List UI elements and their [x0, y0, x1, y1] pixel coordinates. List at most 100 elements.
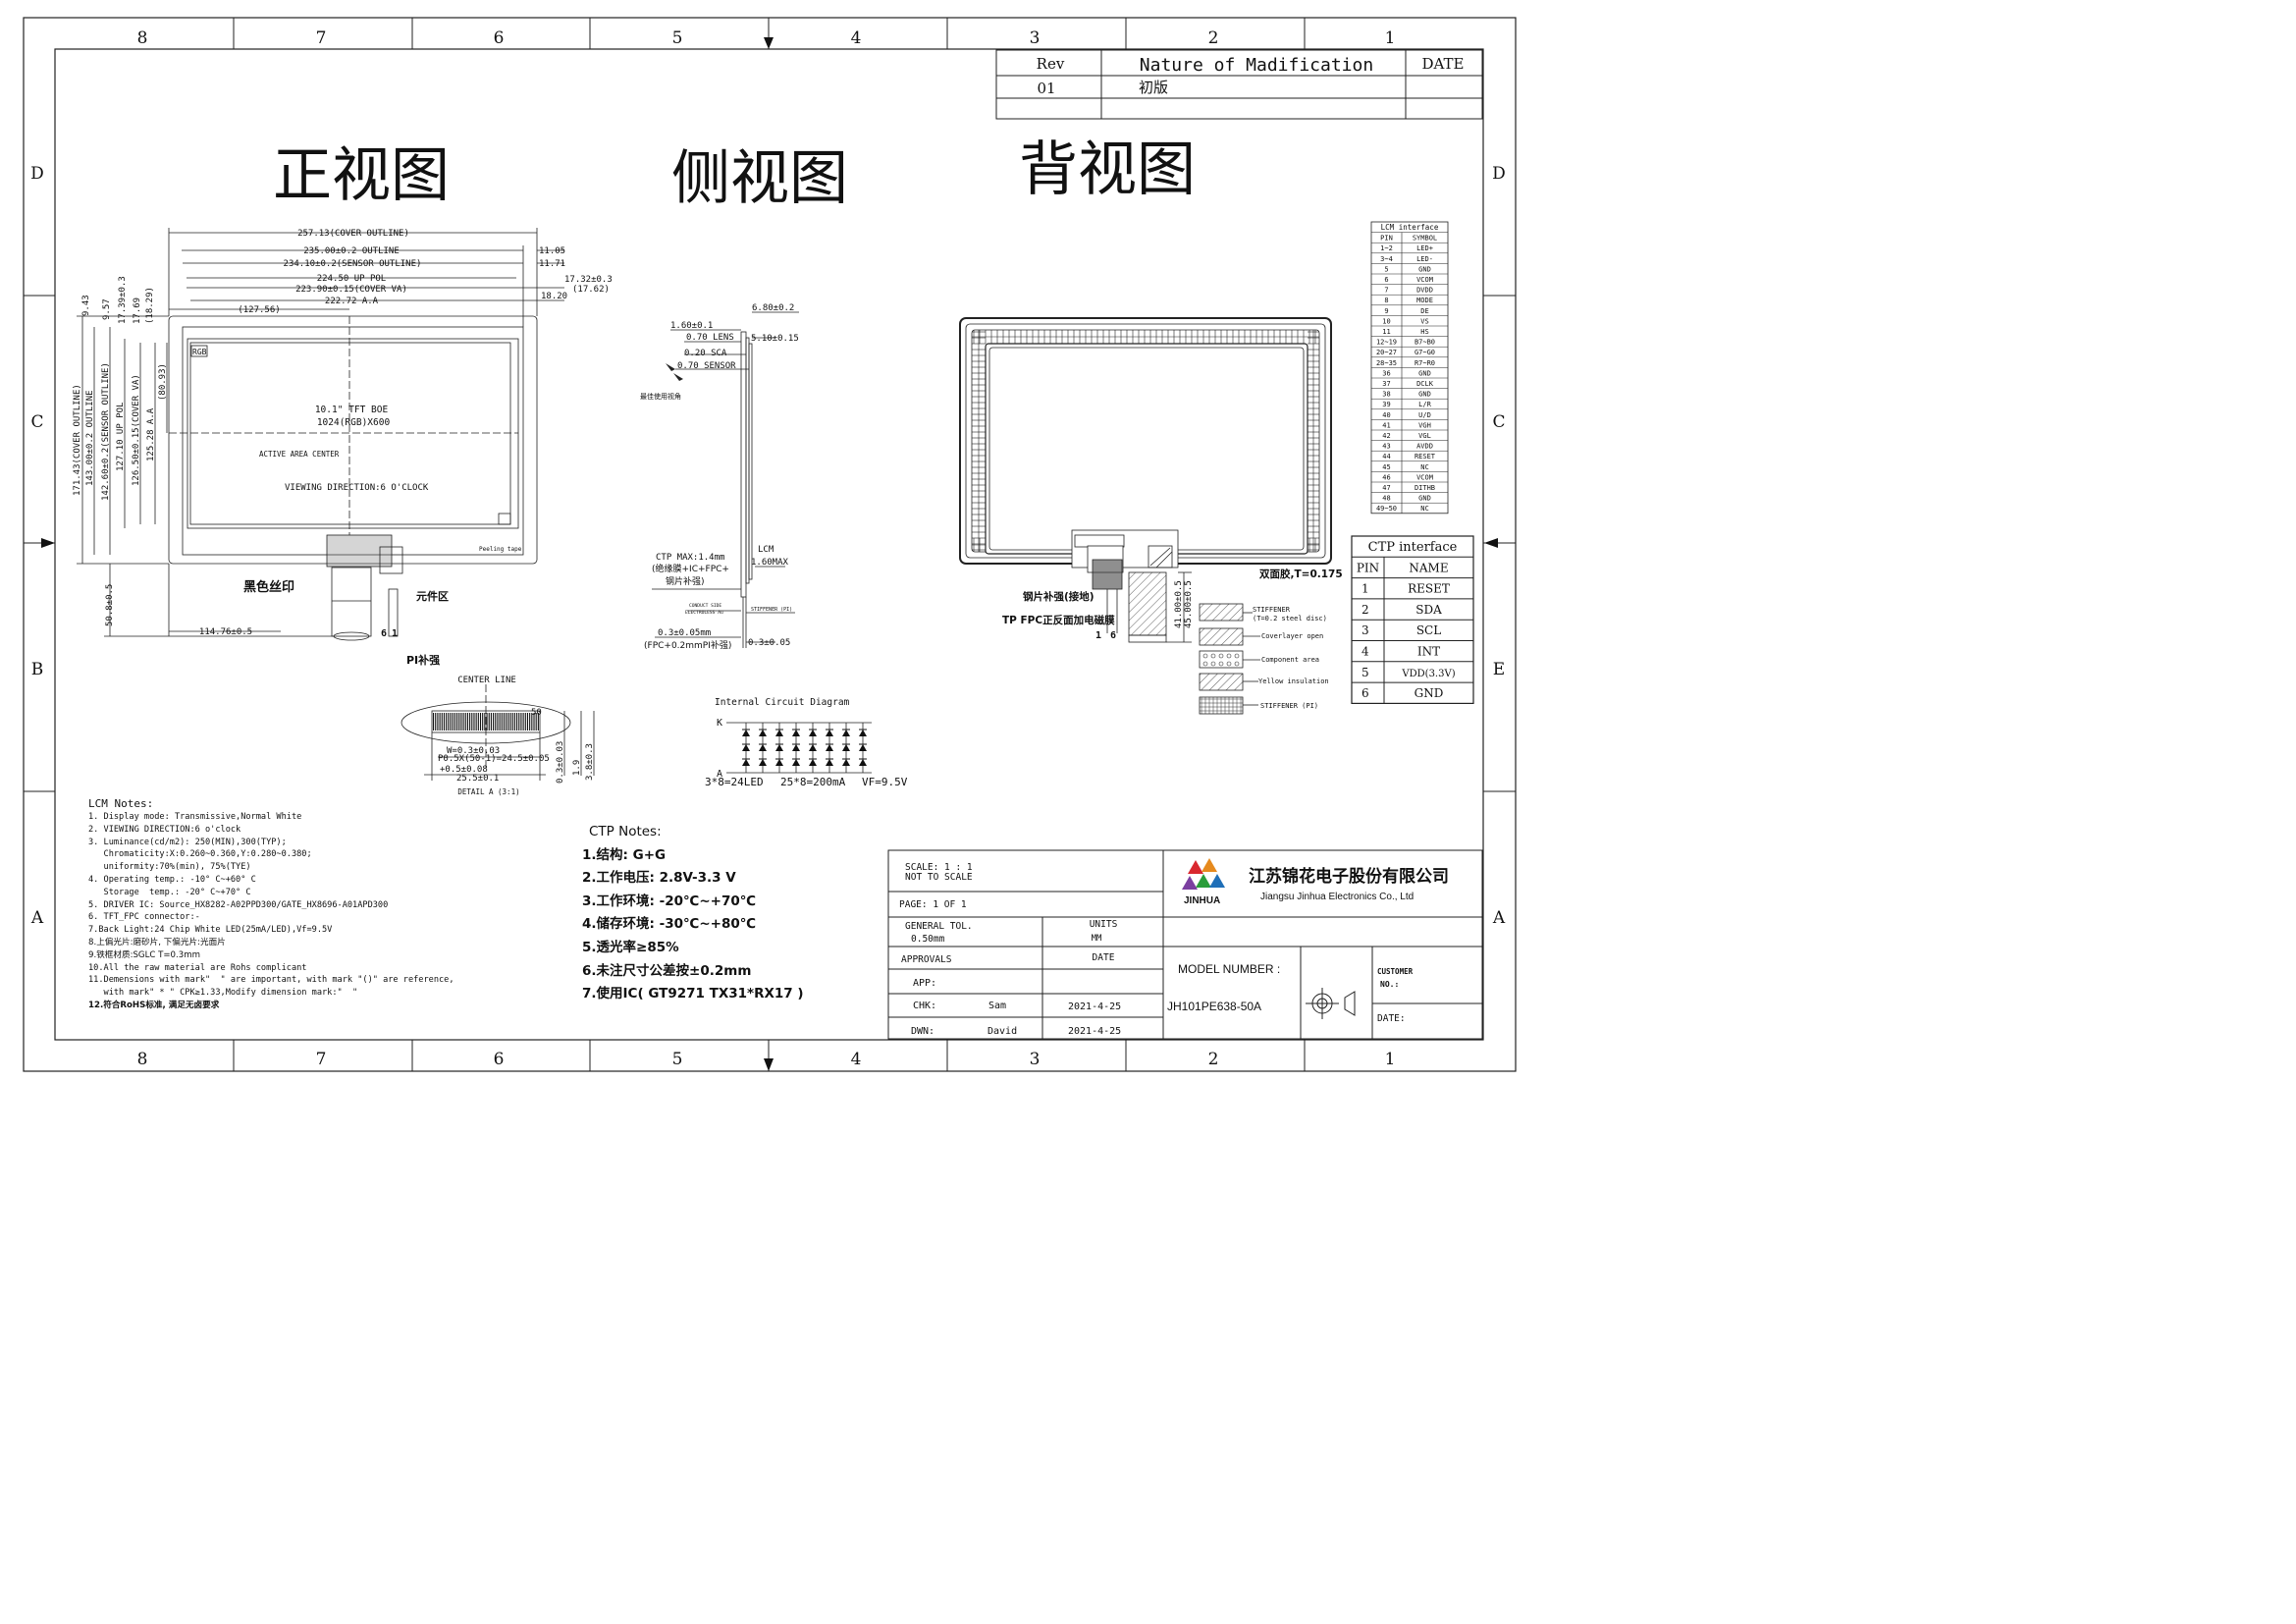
- anode-label: A: [717, 769, 722, 780]
- row-label-right: E: [1493, 660, 1505, 679]
- date-label: DATE: [1093, 952, 1115, 963]
- lcm-pin-cell: 6: [1384, 276, 1388, 284]
- detail-pin: [520, 713, 522, 731]
- back-pin-6: 6: [1110, 630, 1116, 641]
- lcm-notes-title: LCM Notes:: [88, 797, 154, 810]
- led-diode: [842, 730, 850, 736]
- fpc-thickness-2: 0.3±0.05: [748, 638, 790, 648]
- side-view-title: 侧视图: [671, 144, 848, 213]
- pin-pitch: P0.5X(50-1)=24.5±0.05: [438, 754, 550, 764]
- col-label-bottom: 4: [851, 1050, 862, 1069]
- led-diode: [859, 759, 867, 766]
- pin-pitch-tol: +0.5±0.08: [440, 765, 488, 775]
- detail-pin: [518, 713, 520, 731]
- led-diode: [809, 730, 817, 736]
- row-label-left: C: [30, 412, 43, 432]
- lcm-symbol-cell: GND: [1418, 369, 1431, 377]
- pin-1-label: 1: [392, 628, 398, 639]
- detail-pin: [533, 713, 535, 731]
- lcm-pin-cell: 47: [1382, 484, 1390, 492]
- ctp-note-line: 3.工作环境: -20℃~+70℃: [582, 893, 757, 909]
- detail-pin: [466, 713, 468, 731]
- detail-pin: [503, 713, 506, 731]
- lcm-table-title: LCM interface: [1381, 223, 1439, 232]
- lcm-symbol-cell: B7~B0: [1415, 339, 1435, 347]
- ctp-note-line: 6.未注尺寸公差按±0.2mm: [582, 962, 752, 979]
- lcm-symbol-cell: VGH: [1418, 421, 1431, 429]
- center-arrows: [41, 37, 1498, 1071]
- detail-pin: [482, 713, 484, 731]
- led-diode: [826, 759, 833, 766]
- rgb-label: RGB: [192, 348, 207, 356]
- vdim-active-area: 125.28 A.A: [146, 407, 156, 461]
- company-name-cn: 江苏锦花电子股份有限公司: [1249, 866, 1449, 887]
- lcm-notes-rohs: 12.符合RoHS标准, 满足无卤要求: [88, 1000, 220, 1010]
- ctp-note-line: 5.透光率≥85%: [582, 939, 679, 955]
- dim-fpc-offset: 114.76±0.5: [199, 627, 252, 637]
- lcm-symbol-cell: GND: [1418, 265, 1431, 273]
- lcm-pin-cell: 38: [1382, 391, 1390, 399]
- row-label-left: A: [30, 908, 44, 928]
- detail-pin: [484, 713, 486, 731]
- legend-coverlayer: Coverlayer open: [1261, 632, 1323, 640]
- led-vf: VF=9.5V: [862, 776, 908, 788]
- detail-pin: [516, 713, 518, 731]
- lcm-note-line: 8.上偏光片:磨砂片, 下偏光片:光面片: [88, 937, 226, 947]
- row-label-right: C: [1492, 412, 1505, 432]
- vdim-up-pol: 127.10 UP POL: [116, 403, 126, 471]
- led-diode: [842, 744, 850, 751]
- detail-pin: [495, 713, 497, 731]
- lcm-pin-cell: 5: [1384, 265, 1388, 273]
- row-label-left: D: [30, 164, 44, 184]
- tp-fpc-label: TP FPC正反面加电磁膜: [1002, 614, 1115, 626]
- lcm-symbol-cell: LED-: [1416, 255, 1433, 263]
- lcm-pin-cell: 3~4: [1380, 255, 1393, 263]
- ctp-pin-cell: 5: [1362, 666, 1369, 679]
- steel-label: 钢片补强(接地): [1023, 590, 1095, 603]
- lcm-notes-list: 1. Display mode: Transmissive,Normal Whi…: [88, 811, 454, 1000]
- dwn-date: 2021-4-25: [1068, 1026, 1121, 1037]
- dim-11-05: 11.05: [539, 246, 565, 256]
- detail-pin: [486, 713, 488, 731]
- col-label-bottom: 6: [494, 1050, 505, 1069]
- ctp-table-header-pin: PIN: [1357, 561, 1379, 574]
- lcm-label: LCM: [758, 545, 774, 555]
- led-diode: [775, 744, 783, 751]
- lcm-note-line: 11.Demensions with mark" " are important…: [88, 975, 454, 986]
- finger-length: 25.5±0.1: [456, 774, 499, 784]
- ctp-pin-cell: 6: [1362, 686, 1369, 700]
- zone-labels: 8 7 6 5 4 3 2 1 8 7 6 5 4 3 2 1 D C B A …: [30, 28, 1506, 1069]
- dwn-label: DWN:: [911, 1026, 934, 1037]
- lcm-note-line: 1. Display mode: Transmissive,Normal Whi…: [88, 812, 302, 822]
- side-view-labels: 6.80±0.2 1.60±0.1 0.70 LENS 5.10±0.15 0.…: [640, 303, 799, 651]
- lcm-note-line: 4. Operating temp.: -10° C~+60° C: [88, 874, 256, 885]
- lcm-pin-cell: 39: [1382, 401, 1390, 408]
- lcm-symbol-cell: NC: [1420, 505, 1428, 513]
- lcm-table-header-symbol: SYMBOL: [1413, 235, 1437, 243]
- pi-label: PI补强: [406, 653, 440, 667]
- ctp-name-cell: INT: [1417, 645, 1440, 659]
- led-diode: [742, 759, 750, 766]
- led-diode: [775, 759, 783, 766]
- approvals-label: APPROVALS: [901, 954, 952, 965]
- col-label-top: 1: [1385, 28, 1396, 48]
- led-diode: [859, 730, 867, 736]
- circuit-diagram: [726, 722, 872, 774]
- ctp-note-line: 7.使用IC( GT9271 TX31*RX17 ): [582, 986, 804, 1002]
- led-strings: [742, 723, 867, 773]
- detail-a: [400, 684, 595, 781]
- front-view: [77, 228, 564, 641]
- finger-1-9: 1.9: [572, 760, 582, 776]
- circuit-title: Internal Circuit Diagram: [715, 697, 850, 708]
- front-view-labels: 257.13(COVER OUTLINE) 235.00±0.2 OUTLINE…: [73, 229, 613, 667]
- black-print-label: 黑色丝印: [243, 579, 294, 595]
- logo-text: JINHUA: [1184, 895, 1220, 906]
- ctp-max-1: CTP MAX:1.4mm: [656, 553, 724, 563]
- vdim-fpc-length: 50.8±0.5: [105, 584, 115, 626]
- dwn-name: David: [988, 1026, 1017, 1037]
- dim-thickness: 6.80±0.2: [752, 303, 794, 313]
- led-diode: [792, 759, 800, 766]
- ctp-pin-cell: 2: [1362, 603, 1369, 617]
- vdim-half-height: (80.93): [158, 363, 168, 401]
